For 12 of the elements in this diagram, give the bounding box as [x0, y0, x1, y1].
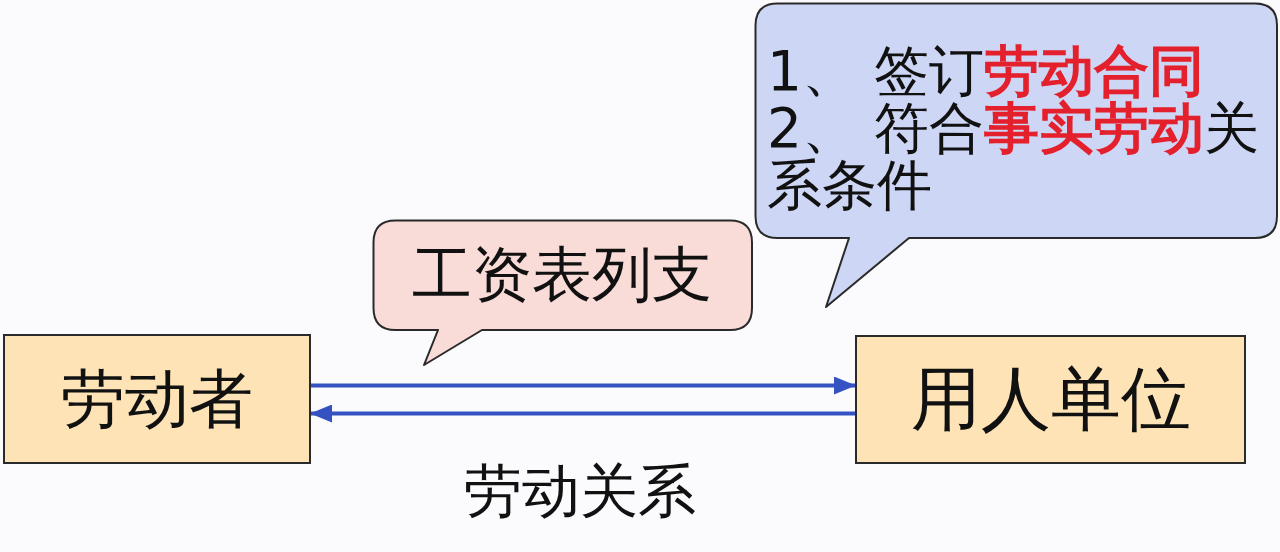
- relation-label: 劳动关系: [463, 460, 697, 524]
- bubble-text: 2、 符合事实劳动关系条件: [767, 100, 1261, 214]
- speech-bubble: [372, 219, 756, 367]
- entity-label: 劳动者: [61, 362, 253, 436]
- arrow: [311, 376, 856, 395]
- bubble-text: 工资表列支: [412, 240, 712, 309]
- arrow: [310, 404, 855, 423]
- speech-bubble: [754, 2, 1279, 310]
- entity-box: [855, 335, 1246, 464]
- entity-box: [3, 334, 311, 464]
- entity-label: 用人单位: [910, 359, 1191, 440]
- bubble-text: 1、 签订劳动合同: [767, 43, 1206, 100]
